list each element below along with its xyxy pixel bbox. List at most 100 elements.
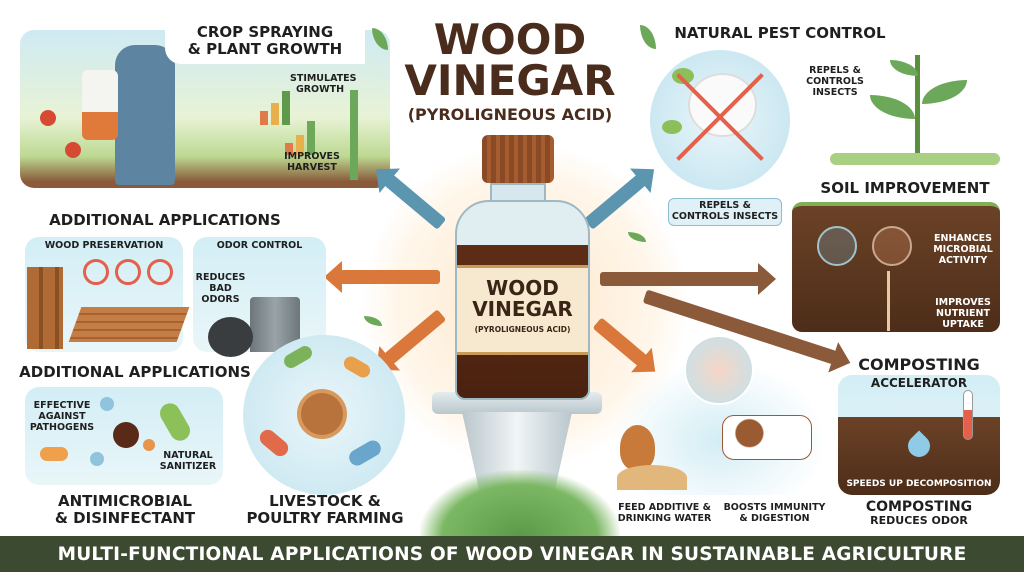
tomato-icon	[65, 142, 81, 158]
growth-bar	[271, 103, 279, 125]
arrow-to-additional	[340, 270, 440, 284]
deck-icon	[68, 307, 190, 342]
label-line: ODORS	[201, 293, 240, 305]
label-line: GROWTH	[295, 83, 345, 95]
compost-title: COMPOSTING	[858, 355, 980, 374]
label-line: LIVESTOCK &	[269, 492, 381, 510]
main-subtitle: (PYROLIGNEOUS ACID)	[407, 105, 613, 124]
cow-icon	[722, 415, 812, 460]
label-line: DRINKING WATER	[617, 512, 712, 524]
growth-chart-icon	[260, 85, 300, 125]
label-line: HARVEST	[287, 161, 337, 173]
worm-icon	[872, 226, 912, 266]
leaves-base	[420, 470, 620, 536]
label-line: NATURAL	[163, 450, 213, 461]
tomato-icon	[40, 110, 56, 126]
bacteria-icon	[346, 437, 384, 469]
compost-panel: SPEEDS UP DECOMPOSITION	[838, 375, 1000, 495]
molecule-icon	[113, 422, 139, 448]
bottle-label-line: VINEGAR	[472, 297, 573, 321]
lungs-digestion-icon	[684, 335, 754, 405]
antimicrobial-label: ANTIMICROBIAL& DISINFECTANT	[30, 492, 220, 528]
label-line: CONTROLS INSECTS	[671, 210, 779, 222]
main-title: WOOD VINEGAR (PYROLIGNEOUS ACID)	[400, 19, 620, 124]
fence-icon	[27, 267, 63, 349]
odor-control-title: ODOR CONTROL	[216, 240, 303, 251]
crop-title-line: & PLANT GROWTH	[187, 40, 343, 59]
bacteria-icon	[40, 447, 68, 461]
thermometer-icon	[963, 390, 973, 440]
soil-title: SOIL IMPROVEMENT	[820, 179, 990, 197]
no-fungus-icon	[147, 259, 173, 285]
no-termite-icon	[115, 259, 141, 285]
bacteria-icon	[341, 353, 373, 381]
label-line: REPELS &	[699, 200, 751, 211]
harvest-bar	[296, 135, 304, 155]
leaf-icon	[628, 232, 646, 242]
bacteria-icon	[281, 343, 315, 371]
label-line: POULTRY FARMING	[246, 509, 404, 528]
label-line: UPTAKE	[942, 318, 984, 330]
bacteria-icon	[156, 399, 194, 445]
pest-title: NATURAL PEST CONTROL	[674, 24, 886, 42]
trash-bag-icon	[208, 317, 253, 357]
molecule-atom-icon	[143, 439, 155, 451]
aphid-icon	[672, 68, 694, 84]
label-line: IMPROVES	[284, 151, 340, 162]
bottle-cap	[482, 135, 554, 183]
label-line: REPELS &	[809, 65, 861, 76]
harvest-chart-icon	[285, 120, 325, 155]
crop-title-line: CROP SPRAYING	[196, 23, 334, 41]
label-line: IMPROVES	[935, 297, 991, 308]
wood-preservation-title: WOOD PRESERVATION	[44, 240, 164, 251]
compost-subtitle: ACCELERATOR	[870, 376, 968, 390]
label-line: NUTRIENT	[936, 307, 990, 319]
bottom-banner: MULTI-FUNCTIONAL APPLICATIONS OF WOOD VI…	[0, 536, 1024, 572]
leaf-icon	[922, 80, 967, 104]
label-line: STIMULATES	[290, 73, 357, 84]
leaf-icon	[364, 316, 382, 326]
roots-icon	[887, 271, 890, 331]
leaf-icon	[870, 95, 915, 119]
label-line: EFFECTIVE	[33, 400, 91, 411]
wood-preservation-panel: WOOD PRESERVATION	[25, 237, 190, 352]
additional2-title: ADDITIONAL APPLICATIONS	[19, 363, 251, 381]
feed-additive-label: FEED ADDITIVE &DRINKING WATER	[612, 502, 717, 525]
animals-scene	[612, 335, 827, 495]
cotton-icon	[690, 75, 755, 135]
feed-pile-icon	[617, 465, 687, 490]
label-line: PATHOGENS	[29, 421, 95, 433]
label-line: ACTIVITY	[938, 254, 988, 266]
arrow-to-soil	[600, 263, 776, 295]
harvest-bar	[285, 143, 293, 155]
label-line: & DISINFECTANT	[54, 509, 196, 528]
label-line: AGAINST	[38, 410, 86, 422]
label-line: CONTROLS	[806, 75, 864, 87]
speeds-label: SPEEDS UP DECOMPOSITION	[846, 479, 992, 489]
boosts-immunity-label: BOOSTS IMMUNITY& DIGESTION	[722, 502, 827, 525]
label-line: ENHANCES	[934, 233, 992, 244]
corn-plant-icon	[350, 90, 358, 180]
chicken-icon	[620, 425, 655, 470]
molecule-atom-icon	[90, 452, 104, 466]
plant-icon	[830, 45, 1000, 165]
label-line: BOOSTS IMMUNITY	[723, 502, 826, 513]
bottle-label-line: WOOD	[486, 276, 559, 300]
label-line: & DIGESTION	[739, 512, 810, 524]
label-line: MICROBIAL	[933, 243, 993, 255]
label-line: SANITIZER	[159, 460, 217, 472]
pest-circle	[650, 50, 790, 190]
bottle-label-subtitle: (PYROLIGNEOUS ACID)	[474, 325, 571, 334]
